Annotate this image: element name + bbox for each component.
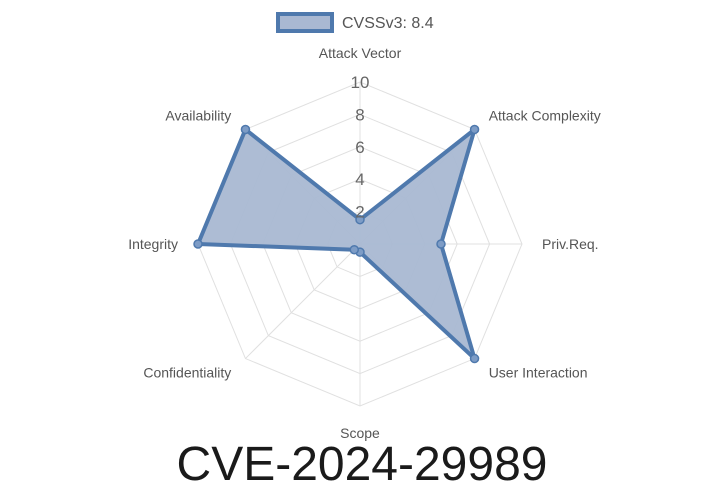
data-point[interactable]	[355, 214, 365, 225]
data-point[interactable]	[469, 124, 480, 135]
data-point[interactable]	[349, 244, 360, 255]
axis-label: Attack Vector	[319, 45, 402, 61]
radial-tick-labels: 2 4 6 8 10	[351, 73, 370, 222]
tick-label: 8	[355, 105, 364, 124]
axis-label: Integrity	[128, 236, 178, 252]
legend[interactable]: CVSSv3: 8.4	[276, 12, 434, 33]
data-polygon-layer	[193, 124, 480, 364]
data-point[interactable]	[240, 124, 251, 135]
tick-label: 6	[355, 138, 364, 157]
data-point[interactable]	[193, 239, 203, 249]
axis-label: Attack Complexity	[489, 107, 601, 123]
axis-label: Scope	[340, 425, 380, 441]
tick-label: 4	[355, 170, 364, 189]
series-area	[196, 127, 477, 361]
legend-label: CVSSv3: 8.4	[342, 15, 434, 32]
cve-title: CVE-2024-29989	[177, 438, 548, 491]
data-point[interactable]	[436, 239, 446, 249]
data-point[interactable]	[469, 353, 480, 364]
legend-swatch	[276, 12, 334, 33]
axis-label: Availability	[165, 107, 231, 123]
grid-spoke	[245, 243, 361, 359]
axis-label: Confidentiality	[143, 365, 231, 381]
tick-label: 10	[351, 73, 370, 92]
axis-label: Priv.Req.	[542, 236, 599, 252]
axis-label: User Interaction	[489, 365, 588, 381]
tick-label: 2	[355, 203, 364, 222]
